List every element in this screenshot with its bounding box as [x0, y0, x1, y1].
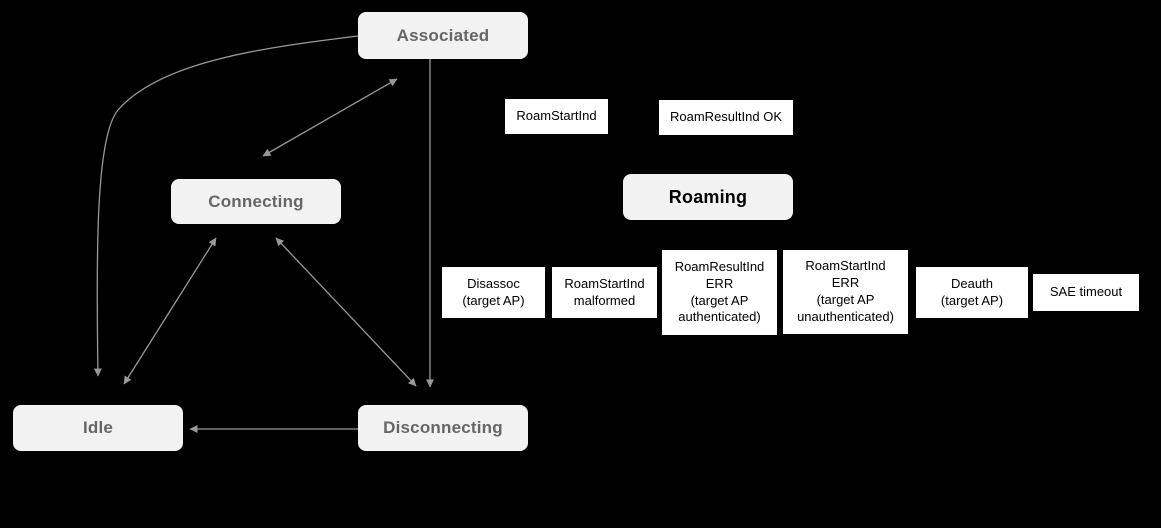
state-node-roaming: Roaming	[623, 174, 793, 220]
state-node-connecting: Connecting	[171, 179, 341, 224]
event-label-roam-result-ind-err-authenticated: RoamResultInd ERR (target AP authenticat…	[662, 250, 777, 335]
event-label-roam-start-ind-malformed: RoamStartInd malformed	[552, 267, 657, 318]
event-label-deauth-target-ap: Deauth (target AP)	[916, 267, 1028, 318]
state-node-associated: Associated	[358, 12, 528, 59]
event-label-sae-timeout: SAE timeout	[1033, 274, 1139, 311]
edge-connecting-disconnecting-bidirectional	[275, 237, 417, 387]
event-label-roam-start-ind-err-unauthenticated: RoamStartInd ERR (target AP unauthentica…	[783, 250, 908, 334]
edge-associated-connecting-bidirectional	[262, 78, 398, 157]
edge-connecting-idle-bidirectional	[123, 237, 217, 385]
state-node-disconnecting: Disconnecting	[358, 405, 528, 451]
event-label-roam-start-ind: RoamStartInd	[505, 99, 608, 134]
event-label-disassoc-target-ap: Disassoc (target AP)	[442, 267, 545, 318]
event-label-roam-result-ind-ok: RoamResultInd OK	[659, 100, 793, 135]
edge-associated-to-idle	[93, 35, 359, 377]
state-node-idle: Idle	[13, 405, 183, 451]
